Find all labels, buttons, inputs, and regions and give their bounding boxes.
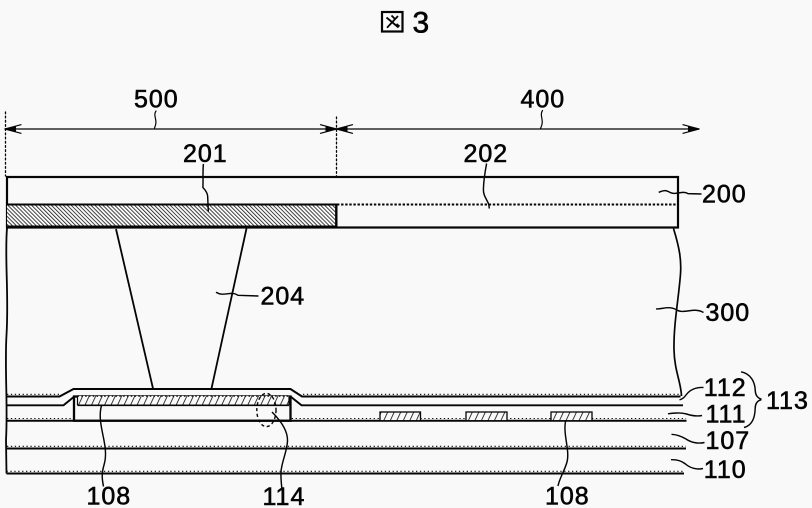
svg-text:108: 108 (87, 483, 132, 508)
svg-text:200: 200 (702, 181, 747, 209)
svg-text:300: 300 (706, 299, 751, 327)
svg-text:500: 500 (134, 86, 179, 114)
svg-text:110: 110 (704, 456, 747, 484)
svg-text:107: 107 (706, 427, 751, 455)
svg-text:108: 108 (545, 483, 590, 508)
svg-text:400: 400 (521, 86, 566, 114)
svg-text:111: 111 (706, 400, 747, 428)
svg-text:112: 112 (704, 374, 747, 402)
svg-text:201: 201 (183, 140, 228, 168)
svg-text:114: 114 (263, 483, 306, 508)
svg-text:202: 202 (464, 140, 509, 168)
svg-text:204: 204 (261, 283, 306, 311)
svg-text:113: 113 (766, 387, 809, 415)
svg-text:3: 3 (413, 7, 430, 40)
